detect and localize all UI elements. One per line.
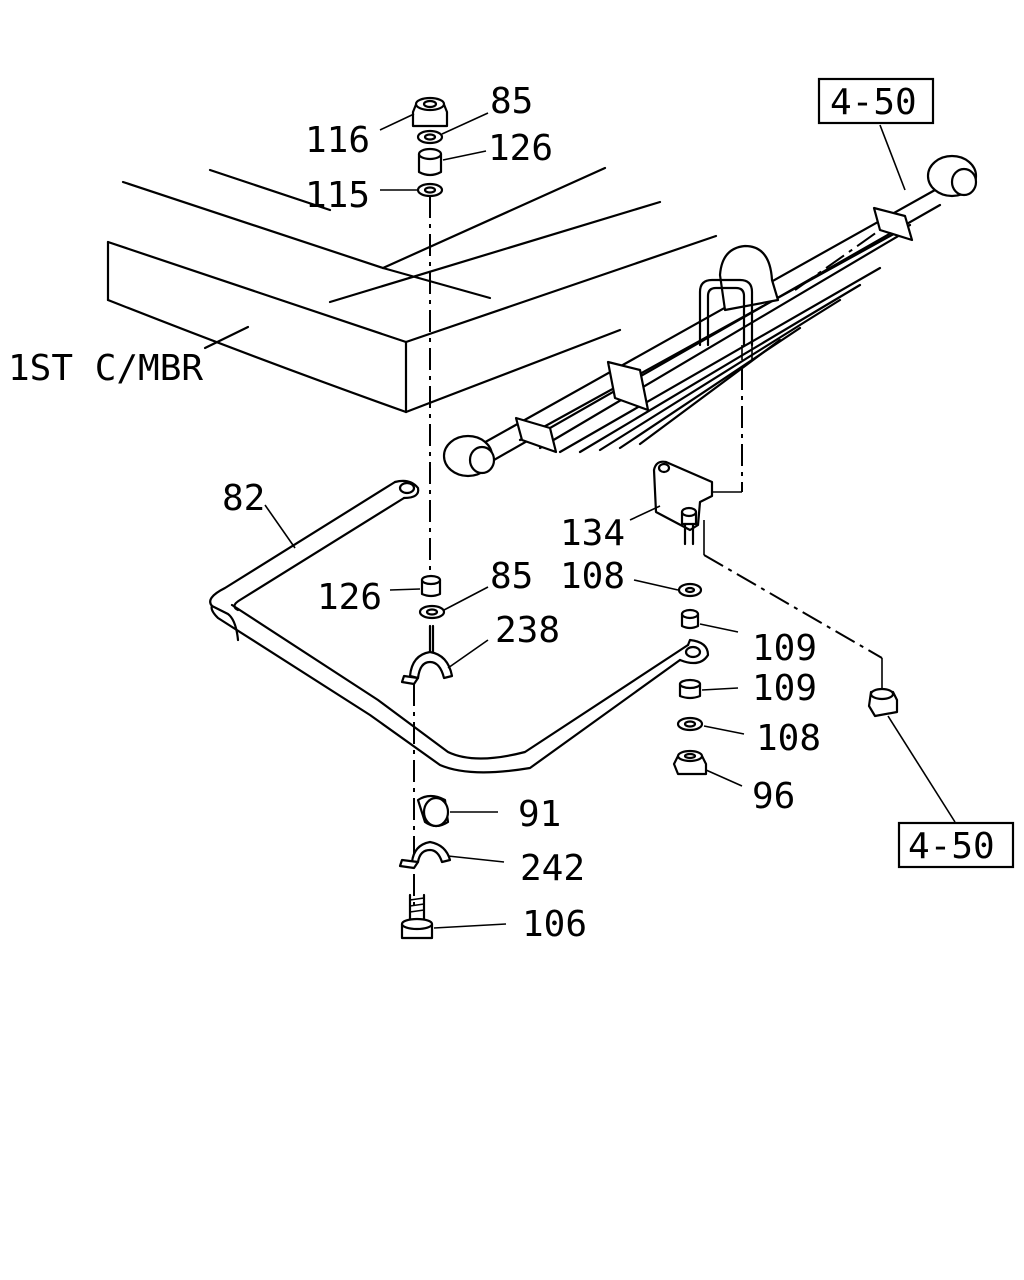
washer-icon [416,129,444,145]
label-85-bottom: 85 [490,556,533,597]
stabilizer-bar [209,479,710,774]
ref-bottom-label: 4-50 [908,826,995,867]
label-238: 238 [495,610,560,651]
bushing-icon [420,574,442,598]
bushing-icon [678,678,702,700]
u-bolt [698,278,754,360]
ref-top-label: 4-50 [830,82,917,123]
label-85-top: 85 [490,81,533,122]
clamp-bracket-icon [398,840,452,870]
ref-box-bottom[interactable]: 4-50 [897,821,1015,869]
label-242: 242 [520,848,585,889]
label-109-bottom: 109 [752,668,817,709]
nut-icon [672,749,708,776]
bushing-icon [680,608,700,630]
label-82: 82 [222,478,265,519]
frame-crossmember [106,166,718,414]
label-134: 134 [560,513,625,554]
washer-icon [677,582,703,598]
link-bracket [652,460,714,532]
bushing-icon [416,794,450,828]
label-108-top: 108 [560,556,625,597]
nut-icon [867,687,899,718]
nut-icon [411,96,449,128]
label-115: 115 [305,175,370,216]
washer-icon [676,716,704,732]
washer-icon [418,604,446,620]
spring-eye-rear [926,154,978,198]
label-106: 106 [522,904,587,945]
spring-eye-front [442,434,496,478]
ref-box-top[interactable]: 4-50 [817,77,935,125]
bolt-icon [400,893,434,940]
label-126-top: 126 [488,128,553,169]
label-126-bottom: 126 [317,577,382,618]
label-108-bottom: 108 [756,718,821,759]
label-116: 116 [305,120,370,161]
label-96: 96 [752,776,795,817]
label-109-top: 109 [752,628,817,669]
bolt-icon [680,506,698,546]
bushing-icon [417,147,443,177]
frame-label: 1ST C/MBR [8,348,203,389]
label-91: 91 [518,794,561,835]
washer-icon [416,182,444,198]
clamp-bracket-icon [400,624,454,686]
